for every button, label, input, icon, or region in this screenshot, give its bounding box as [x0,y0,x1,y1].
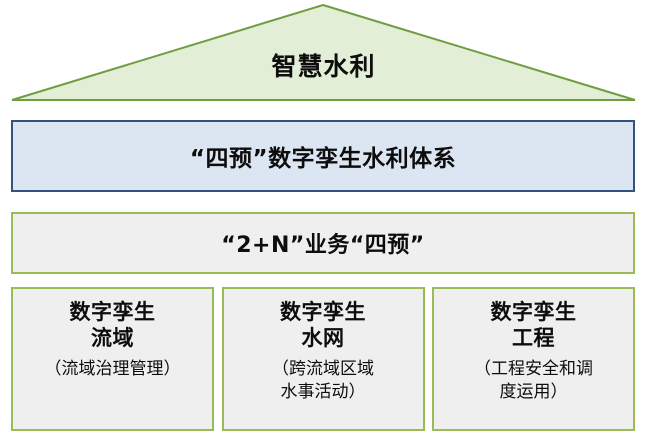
pillar-digital-twin-water-network-subtitle: （跨流域区域 水事活动） [272,359,374,402]
roof-label: 智慧水利 [271,52,376,81]
pillar-digital-twin-basin: 数字孪生 流域 （流域治理管理） [11,287,214,431]
pillar-digital-twin-project-subtitle: （工程安全和调 度运用） [474,359,593,402]
pillar-row: 数字孪生 流域 （流域治理管理） 数字孪生 水网 （跨流域区域 水事活动） 数字… [11,287,635,431]
band-digital-twin-system-label: “四预”数字孪生水利体系 [189,146,457,172]
pillar-digital-twin-project: 数字孪生 工程 （工程安全和调 度运用） [432,287,635,431]
pillar-digital-twin-project-title: 数字孪生 工程 [490,300,577,350]
pillar-digital-twin-water-network-title: 数字孪生 水网 [280,300,366,350]
pillar-digital-twin-water-network: 数字孪生 水网 （跨流域区域 水事活动） [221,287,425,431]
band-business-four-forecasts-label: “2+N”业务“四预” [221,233,425,258]
band-business-four-forecasts: “2+N”业务“四预” [11,212,635,274]
pillar-digital-twin-basin-title: 数字孪生 流域 [69,300,156,350]
pillar-digital-twin-basin-subtitle: （流域治理管理） [44,359,181,379]
roof-shape: 智慧水利 [0,0,647,106]
roof-triangle-icon [11,3,636,101]
band-digital-twin-system: “四预”数字孪生水利体系 [11,120,635,192]
